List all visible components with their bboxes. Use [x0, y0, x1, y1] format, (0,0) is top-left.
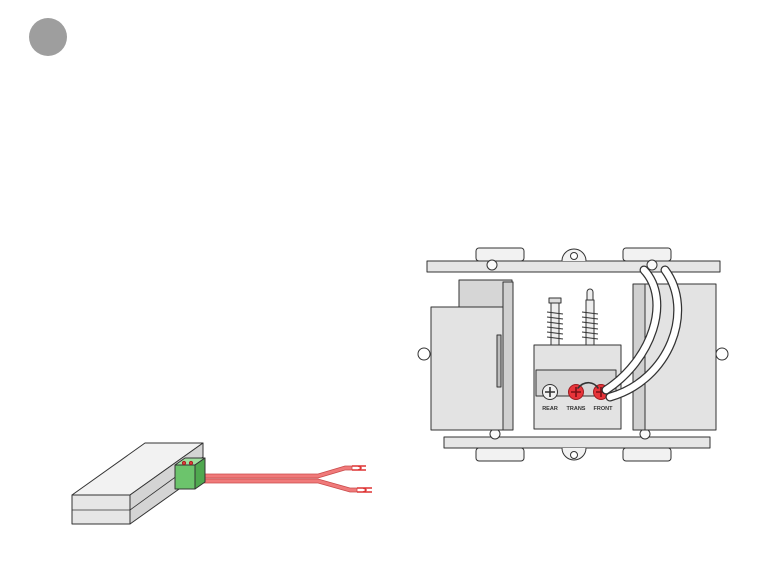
upper-tab-right [623, 248, 671, 261]
green-connector [175, 458, 205, 489]
wire-upper [196, 466, 352, 478]
plungers [547, 289, 598, 345]
door-chime: REAR TRANS FRONT [418, 248, 728, 461]
lower-bracket [444, 429, 710, 461]
spade-lower [357, 488, 372, 492]
connector-screw-2 [189, 461, 192, 464]
left-solenoid [418, 280, 513, 430]
red-wires [196, 466, 357, 492]
terminal-trans [569, 385, 584, 400]
lower-tab-left [476, 448, 524, 461]
power-adapter [72, 443, 372, 524]
step-marker-circle [29, 18, 67, 56]
connector-screw-1 [182, 461, 185, 464]
terminal-label-rear: REAR [542, 406, 558, 412]
lower-bracket-bar [444, 437, 710, 448]
connector-front [175, 465, 195, 489]
left-solenoid-inner [503, 282, 513, 430]
lower-tab-right [623, 448, 671, 461]
upper-tab-left [476, 248, 524, 261]
wire-lower [196, 479, 357, 492]
terminal-label-front: FRONT [594, 406, 614, 412]
lower-center-hole [571, 452, 578, 459]
terminal-label-trans: TRANS [567, 406, 586, 412]
step-marker [29, 18, 67, 56]
plunger-left-cap [549, 298, 561, 303]
adapter-front-face [72, 495, 130, 524]
upper-center-hole [571, 253, 578, 260]
spade-upper [352, 466, 366, 470]
terminal-rear [543, 385, 558, 400]
upper-bracket-bar [427, 261, 720, 272]
left-solenoid-slot [497, 335, 501, 387]
left-mount-hole [418, 348, 430, 360]
right-mount-hole [716, 348, 728, 360]
plunger-right [582, 289, 598, 345]
upper-screw-left [487, 260, 497, 270]
left-solenoid-body [431, 307, 503, 430]
plunger-left [547, 298, 563, 345]
plunger-right-tip [587, 289, 593, 300]
upper-bracket [427, 248, 720, 272]
